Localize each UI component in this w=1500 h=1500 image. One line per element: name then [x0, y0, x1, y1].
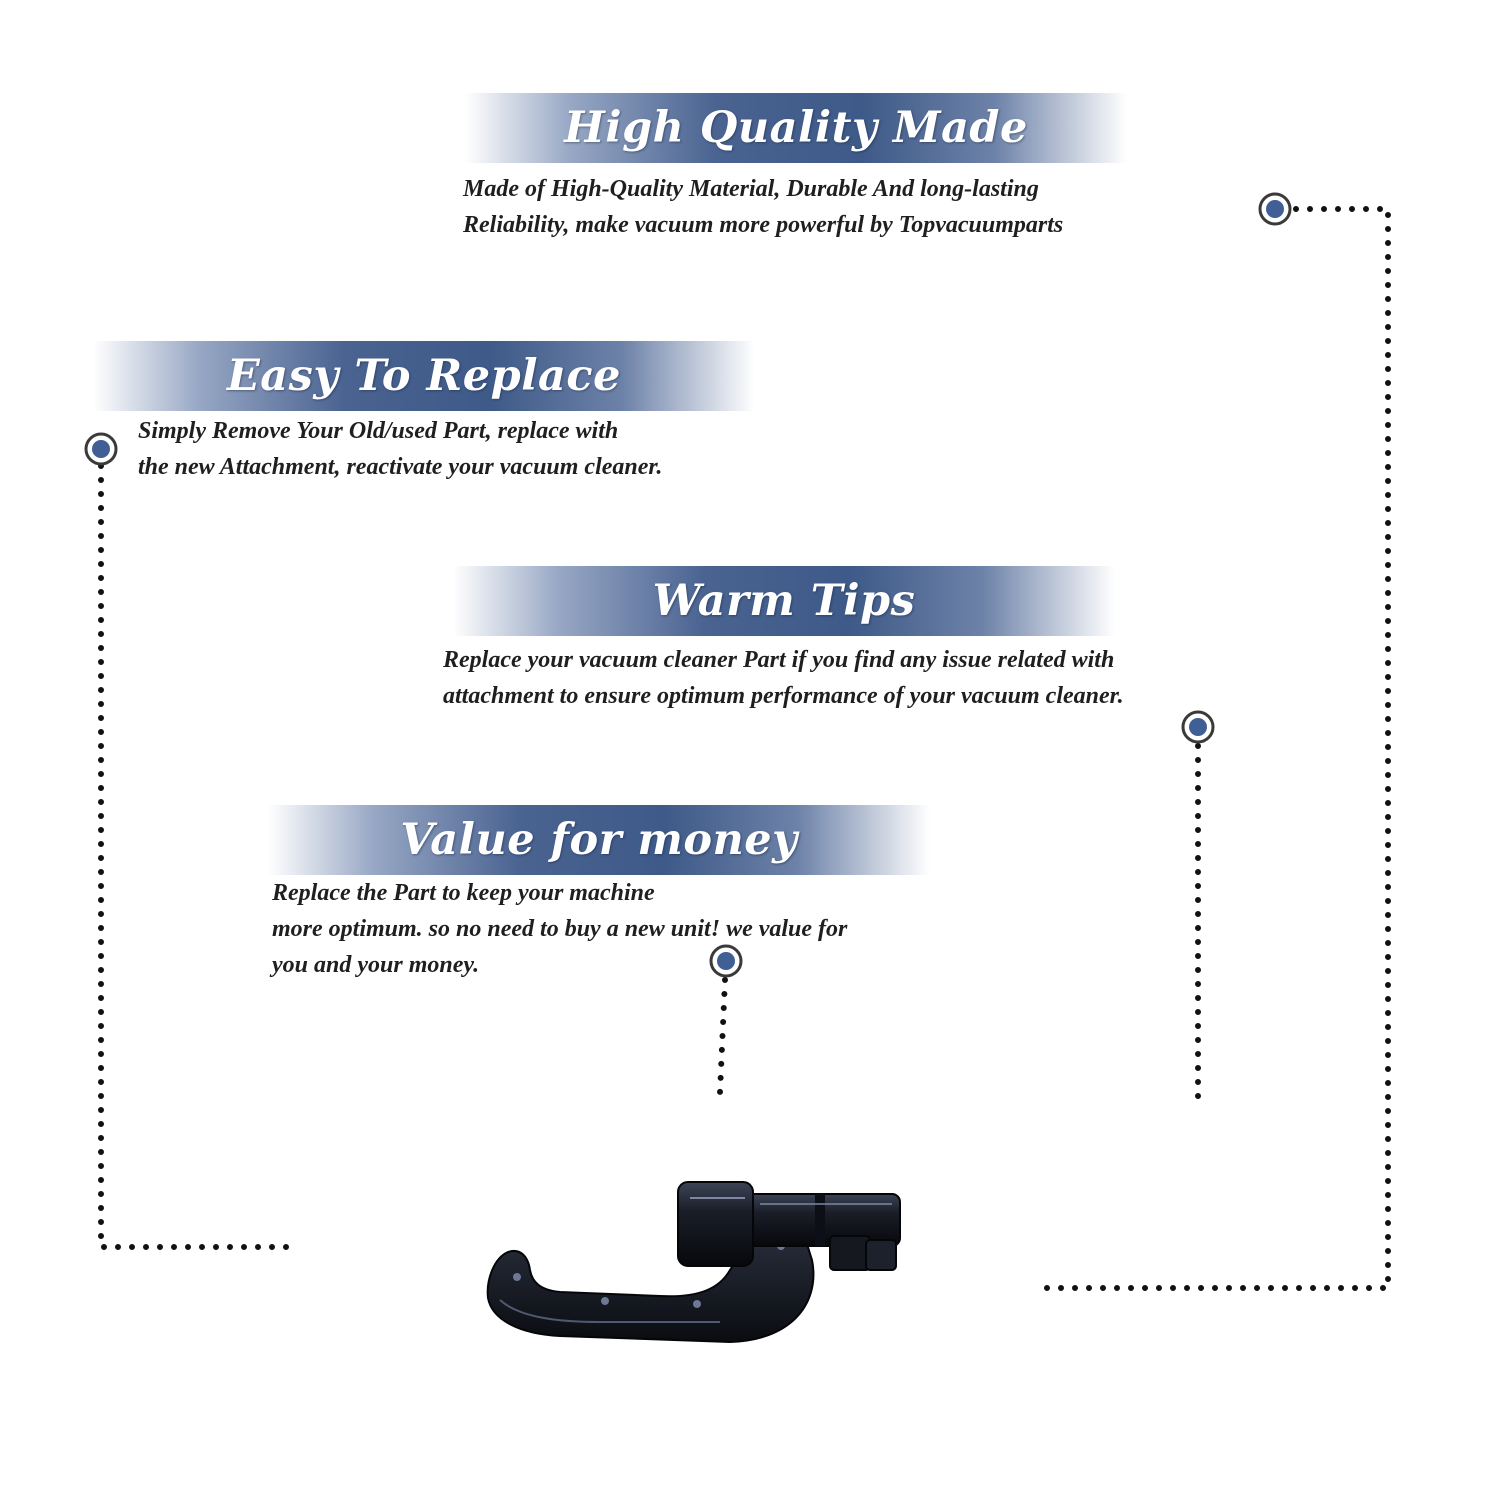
desc-line: Simply Remove Your Old/used Part, replac…	[138, 418, 619, 444]
banner-easy-replace: Easy To Replace	[93, 341, 755, 411]
dotted-connector-easy-replace	[98, 463, 299, 1250]
target-marker-icon	[709, 944, 743, 978]
banner-title-easy-replace: Easy To Replace	[227, 351, 621, 401]
desc-line: Reliability, make vacuum more powerful b…	[463, 212, 1064, 238]
desc-line: you and your money.	[272, 952, 480, 978]
banner-title-value-money: Value for money	[400, 815, 798, 865]
desc-value-money: Replace the Part to keep your machine mo…	[272, 875, 847, 983]
desc-line: Replace the Part to keep your machine	[272, 880, 655, 906]
desc-line: Replace your vacuum cleaner Part if you …	[443, 647, 1115, 673]
desc-line: attachment to ensure optimum performance…	[443, 683, 1124, 709]
banner-title-high-quality: High Quality Made	[564, 103, 1028, 153]
desc-warm-tips: Replace your vacuum cleaner Part if you …	[443, 642, 1124, 714]
banner-value-money: Value for money	[268, 805, 930, 875]
vacuum-handle-attachment	[486, 1181, 901, 1344]
target-marker-icon	[1258, 192, 1292, 226]
dotted-connector-high-quality	[1033, 206, 1391, 1291]
desc-line: more optimum. so no need to buy a new un…	[272, 916, 848, 942]
target-marker-icon	[84, 432, 118, 466]
dotted-connector-value-money	[717, 977, 728, 1095]
target-marker-icon	[1181, 710, 1215, 744]
desc-line: Made of High-Quality Material, Durable A…	[463, 176, 1039, 202]
desc-high-quality: Made of High-Quality Material, Durable A…	[463, 171, 1063, 243]
desc-line: the new Attachment, reactivate your vacu…	[138, 454, 663, 480]
banner-high-quality: High Quality Made	[465, 93, 1127, 163]
desc-easy-replace: Simply Remove Your Old/used Part, replac…	[138, 413, 662, 485]
banner-title-warm-tips: Warm Tips	[652, 576, 916, 626]
banner-warm-tips: Warm Tips	[453, 566, 1115, 636]
